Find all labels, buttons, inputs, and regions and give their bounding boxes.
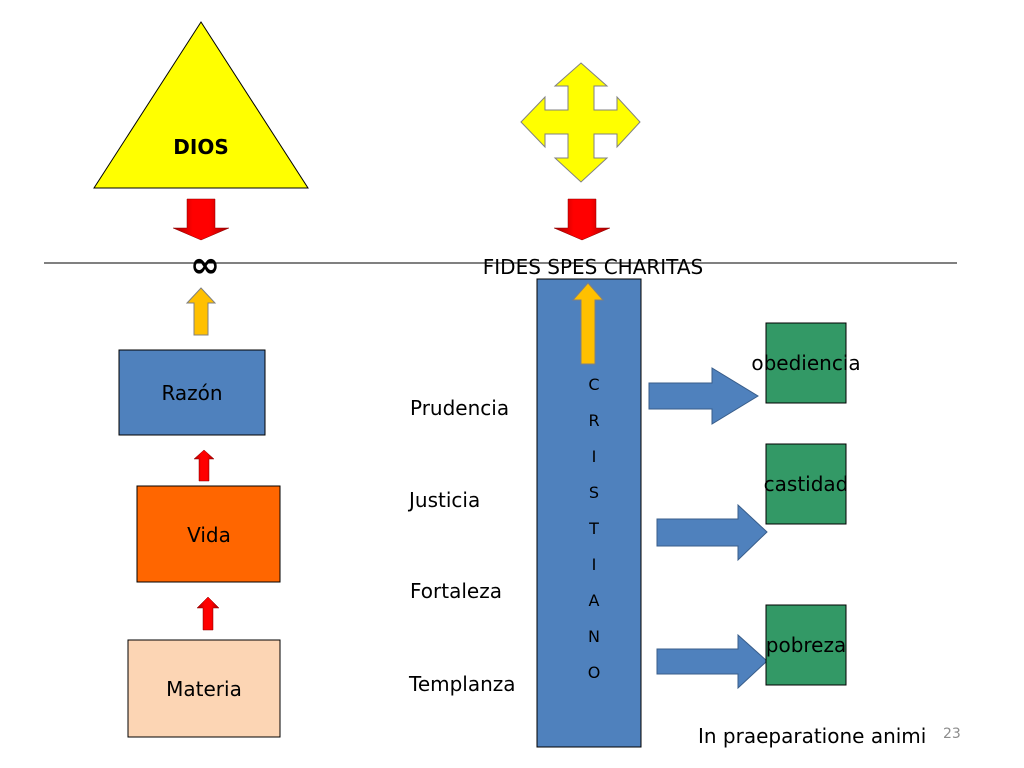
- pillar-letter: O: [587, 663, 601, 682]
- pillar-letter: N: [588, 627, 600, 646]
- infinity-symbol: ∞: [190, 245, 220, 286]
- cross-arrow-icon: [520, 62, 641, 183]
- footer-caption: In praeparatione animi: [698, 724, 927, 748]
- materia-label: Materia: [166, 677, 242, 701]
- pillar-letter: C: [588, 375, 600, 394]
- cross-down-arrow: [553, 198, 611, 241]
- obediencia-arrow: [648, 367, 759, 425]
- dios-label: DIOS: [173, 135, 229, 159]
- obediencia-box: [765, 322, 847, 404]
- pillar-up-arrow: [571, 282, 605, 365]
- vow-pobreza: pobreza: [765, 633, 847, 657]
- castidad-box: [765, 443, 847, 525]
- pillar-letter: I: [591, 555, 597, 574]
- pillar-letter: I: [591, 447, 597, 466]
- pillar-letter: T: [589, 519, 599, 538]
- vida-label: Vida: [187, 523, 231, 547]
- razon-up-arrow: [185, 287, 217, 336]
- virtue-fortaleza: Fortaleza: [410, 579, 502, 603]
- virtue-templanza: Templanza: [409, 672, 516, 696]
- theological-virtues-label: FIDES SPES CHARITAS: [482, 255, 704, 279]
- pillar-letter: S: [588, 483, 600, 502]
- page-number: 23: [943, 726, 961, 742]
- virtue-justicia: Justicia: [409, 488, 481, 512]
- vow-castidad: castidad: [763, 472, 849, 496]
- virtue-prudencia: Prudencia: [410, 396, 510, 420]
- vida-up-arrow: [193, 449, 215, 482]
- cristiano-vertical-text: C R I S T I A N O: [584, 367, 604, 691]
- vida-box: [136, 485, 281, 583]
- pillar-letter: R: [588, 411, 600, 430]
- vow-obediencia: obediencia: [751, 351, 861, 375]
- dios-down-arrow: [172, 198, 230, 241]
- razon-label: Razón: [161, 381, 223, 405]
- castidad-arrow: [656, 503, 768, 562]
- pobreza-box: [765, 604, 847, 686]
- pillar-letter: A: [588, 591, 600, 610]
- pobreza-arrow: [656, 633, 768, 690]
- materia-up-arrow: [196, 596, 220, 631]
- dios-triangle: [93, 21, 309, 189]
- razon-box: [118, 349, 266, 436]
- materia-box: [127, 639, 281, 738]
